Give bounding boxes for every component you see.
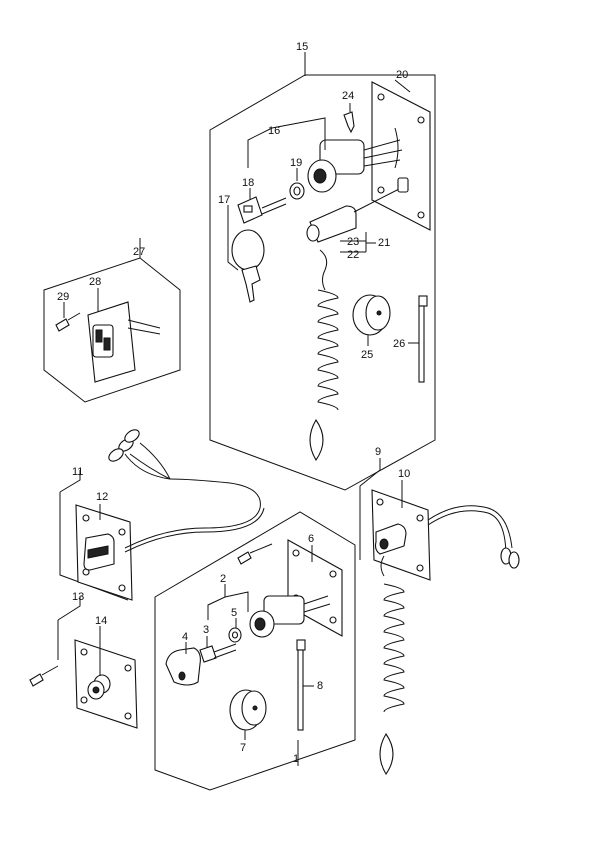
callout-5: 5 [231, 607, 237, 619]
callout-16: 16 [268, 125, 280, 137]
callout-27: 27 [133, 246, 145, 258]
coiled-lanyard-9 [379, 555, 405, 776]
group-27: 27 28 29 [43, 238, 181, 403]
callout-23: 23 [347, 236, 359, 248]
callout-9: 9 [375, 446, 381, 458]
callout-28: 28 [89, 276, 101, 288]
switch-plate-12 [75, 504, 133, 601]
group-1: 1 6 2 5 [154, 511, 356, 791]
cap-7 [229, 689, 267, 731]
callout-6: 6 [308, 533, 314, 545]
screw-13 [29, 665, 59, 687]
callout-15: 15 [296, 41, 308, 53]
callout-4: 4 [182, 631, 188, 643]
callout-8: 8 [317, 680, 323, 692]
nut-19 [289, 182, 305, 200]
cable-tie-26 [418, 295, 428, 383]
mounting-plate-20 [371, 81, 431, 231]
callout-17: 17 [218, 194, 230, 206]
callout-21: 21 [378, 237, 390, 249]
coiled-lanyard [309, 249, 339, 462]
ignition-switch-2 [249, 595, 331, 638]
nut-5 [228, 627, 242, 643]
cap-25 [352, 294, 391, 336]
callout-26: 26 [393, 338, 405, 350]
switch-plate-14 [74, 639, 138, 729]
callout-3: 3 [203, 624, 209, 636]
cable-tie-8 [296, 639, 306, 731]
callout-18: 18 [242, 177, 254, 189]
callout-2: 2 [220, 573, 226, 585]
callout-7: 7 [240, 742, 246, 754]
screw-24 [343, 103, 355, 134]
switch-plate-28 [87, 301, 161, 383]
callout-11: 11 [72, 466, 83, 478]
wire-harness [108, 429, 265, 553]
callout-22: 22 [347, 249, 359, 261]
key-18 [231, 196, 287, 303]
callout-14: 14 [95, 615, 107, 627]
callout-19: 19 [290, 157, 302, 169]
screw-6 [237, 543, 273, 565]
group-13: 13 14 [29, 591, 138, 729]
callout-12: 12 [96, 491, 108, 503]
callout-25: 25 [361, 349, 373, 361]
wire-harness-9 [427, 505, 520, 569]
group-15: 15 20 24 16 [209, 41, 436, 491]
group-9: 9 10 [359, 446, 520, 776]
knob-4 [165, 647, 201, 686]
callout-29: 29 [57, 291, 69, 303]
callout-24: 24 [342, 90, 354, 102]
switch-plate-10 [371, 489, 431, 581]
callout-10: 10 [398, 468, 410, 480]
ignition-switch [307, 127, 403, 193]
callout-20: 20 [396, 69, 408, 81]
stop-switch-21 [306, 177, 409, 243]
key-3 [199, 643, 237, 663]
group-11: 11 12 [59, 429, 265, 601]
callout-1: 1 [293, 753, 299, 765]
callout-13: 13 [72, 591, 84, 603]
screw-29 [55, 312, 81, 332]
